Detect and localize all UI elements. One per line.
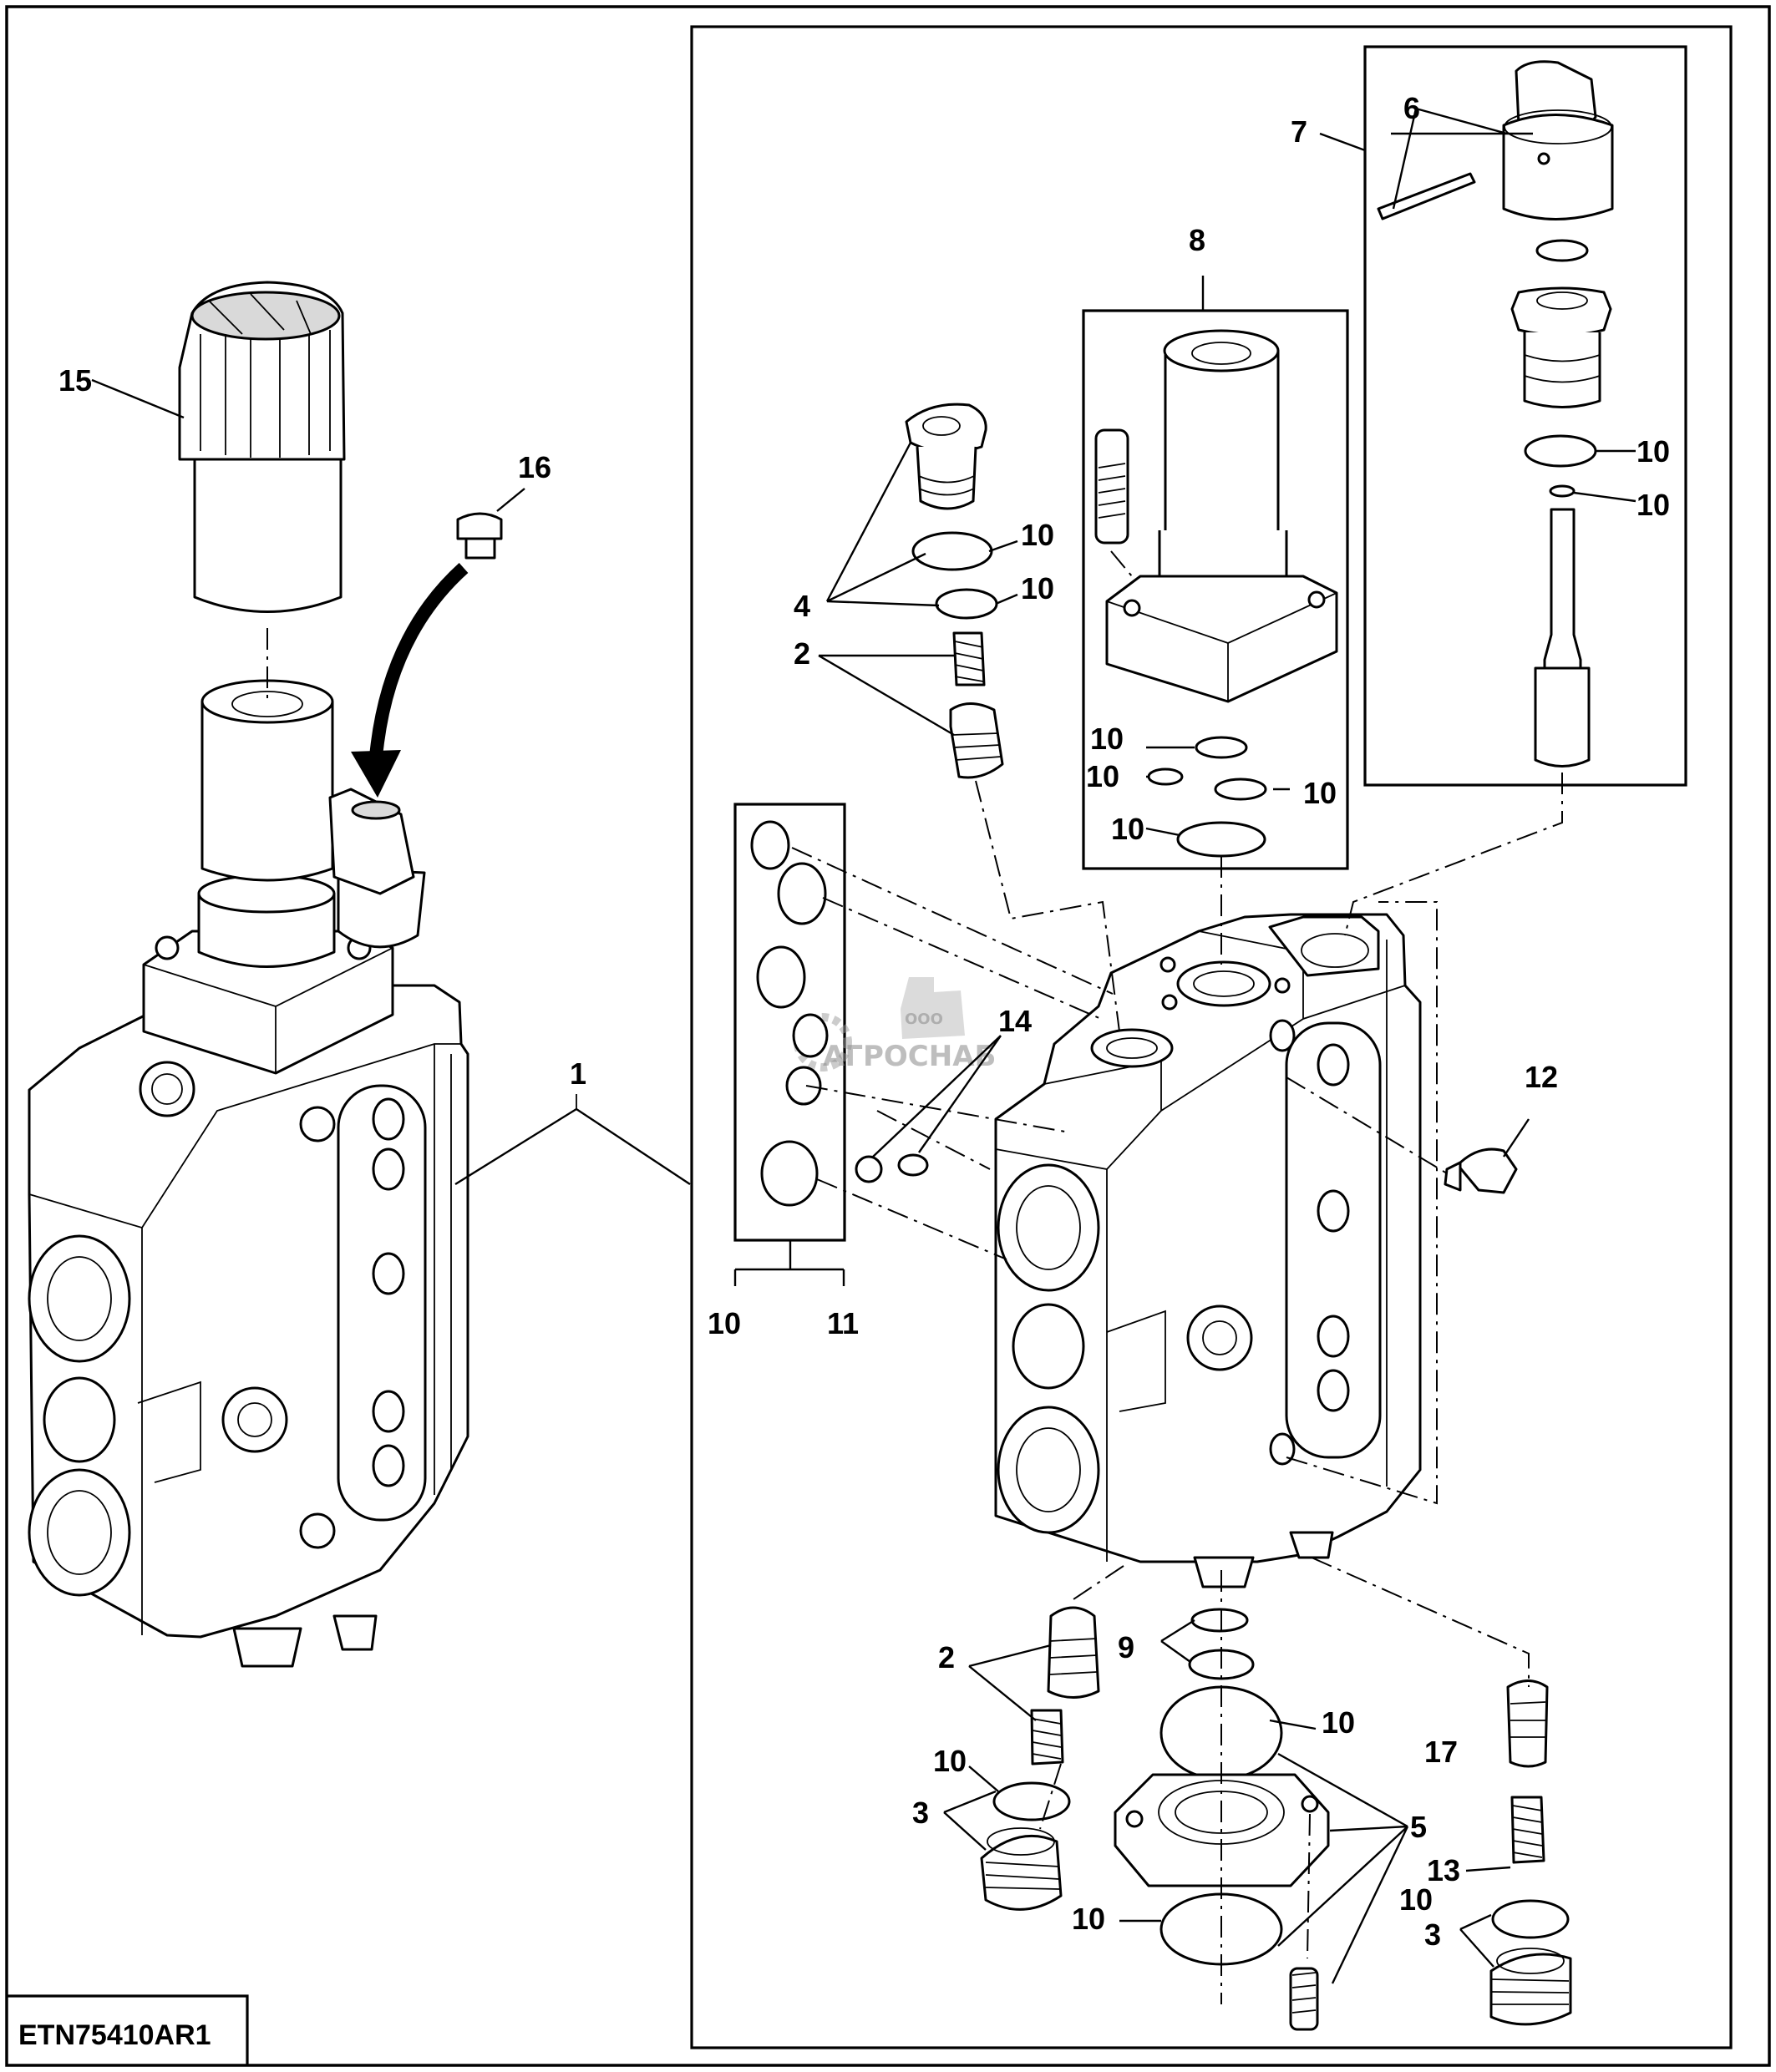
callout-11: 11 — [827, 1306, 859, 1340]
callout-10-d: 10 — [1636, 488, 1670, 522]
callout-10-c: 10 — [1636, 434, 1670, 469]
callout-10-b: 10 — [1021, 571, 1054, 605]
callout-10-k: 10 — [1322, 1705, 1355, 1740]
callout-10-l: 10 — [1072, 1902, 1105, 1936]
callout-10-i: 10 — [708, 1306, 741, 1340]
callout-14: 14 — [998, 1004, 1032, 1038]
callout-15: 15 — [58, 363, 92, 398]
diagram-frames — [5, 5, 1771, 2067]
callout-10-f: 10 — [1086, 759, 1119, 793]
callout-3-right: 3 — [1424, 1917, 1441, 1952]
callout-10-h: 10 — [1111, 812, 1144, 846]
adjuster-assembly-7 — [1319, 60, 1636, 936]
watermark: ООО АГРОСНАБ — [794, 977, 996, 1073]
watermark-main-text: АГРОСНАБ — [823, 1040, 996, 1073]
plug-12 — [1286, 901, 1530, 1505]
assembled-valve-section — [28, 679, 691, 1668]
callout-6: 6 — [1403, 91, 1420, 125]
callout-9: 9 — [1118, 1630, 1134, 1664]
callout-2-upper: 2 — [794, 636, 810, 671]
seal-kit-10-11 — [733, 820, 1114, 1286]
callout-10-g: 10 — [1303, 776, 1337, 810]
figure-reference-code: ETN75410AR1 — [18, 2019, 211, 2051]
callout-10-j: 10 — [933, 1744, 967, 1778]
relief-spring-2-plug-3 — [943, 1565, 1124, 1911]
callout-10-m: 10 — [1399, 1882, 1433, 1917]
exploded-valve-section — [994, 913, 1422, 1588]
callout-3-left: 3 — [912, 1796, 929, 1830]
valve-assembly-8 — [1094, 276, 1338, 967]
callout-7: 7 — [1291, 114, 1307, 149]
watermark-small-text: ООО — [905, 1011, 943, 1028]
callout-12: 12 — [1525, 1060, 1558, 1094]
callout-10-a: 10 — [1021, 518, 1054, 552]
callout-17: 17 — [1424, 1735, 1458, 1769]
callout-5: 5 — [1410, 1810, 1427, 1844]
callout-4: 4 — [794, 589, 810, 623]
callout-1: 1 — [570, 1056, 586, 1091]
cover-assembly-5-rings-9 — [1114, 1570, 1409, 2031]
callout-16: 16 — [518, 450, 551, 484]
plug-16 — [351, 488, 525, 798]
callout-13: 13 — [1427, 1853, 1460, 1887]
check-balls-14 — [855, 1035, 1002, 1183]
callout-10-e: 10 — [1090, 722, 1124, 756]
callout-labels: 1 2 2 3 3 4 5 6 7 8 9 10 10 10 10 10 10 … — [58, 91, 1670, 1952]
solenoid-15 — [91, 281, 346, 702]
callout-2-lower: 2 — [938, 1640, 955, 1674]
callout-8: 8 — [1189, 223, 1205, 257]
check-valve-17-spring-13-plug-3 — [1311, 1557, 1572, 2026]
relief-cartridge-4 — [818, 403, 1120, 1032]
